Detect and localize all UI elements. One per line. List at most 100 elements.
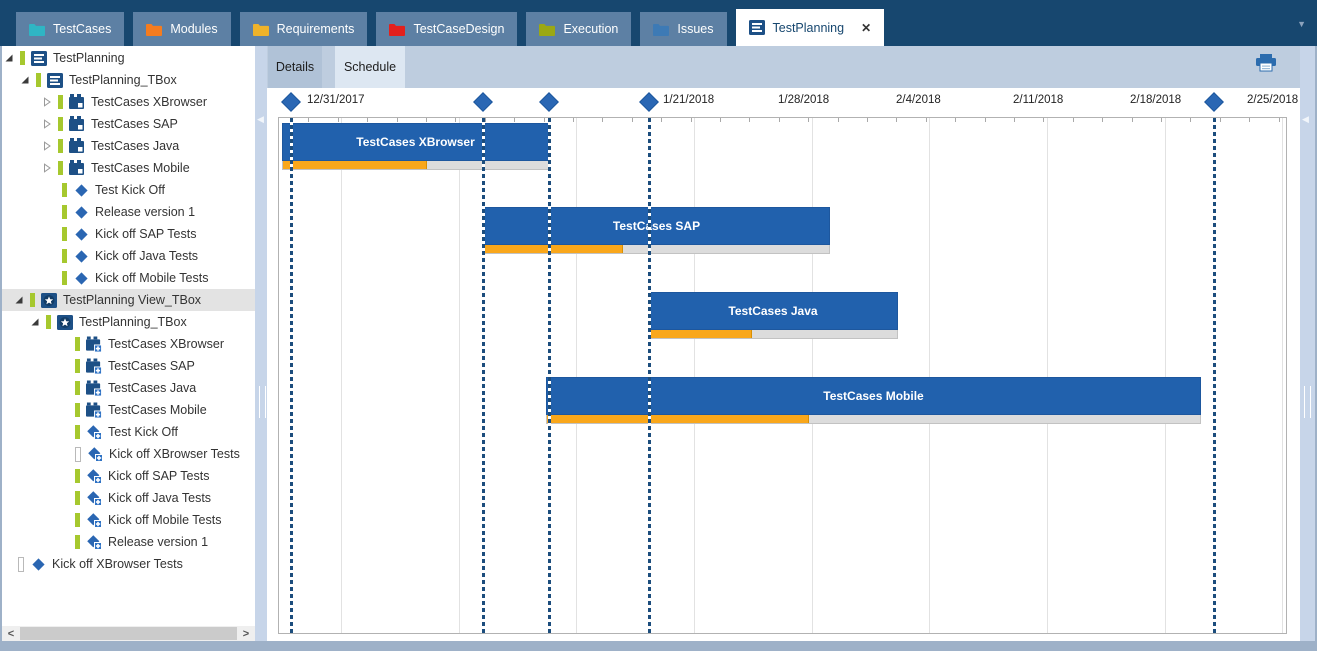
gantt-bar-testcases-sap[interactable]: TestCases SAP xyxy=(483,207,830,254)
status-bar-green xyxy=(58,139,63,153)
tree-item-testcases-java[interactable]: TestCases Java xyxy=(2,135,255,157)
milestone-line xyxy=(1213,118,1216,633)
tree-item-test-kick-off[interactable]: Test Kick Off xyxy=(2,421,255,443)
status-bar-green xyxy=(75,403,80,417)
gantt-bar-testcases-mobile[interactable]: TestCases Mobile xyxy=(546,377,1201,424)
axis-tick xyxy=(720,118,721,122)
right-splitter[interactable]: ◀ xyxy=(1300,46,1315,641)
tree-item-kick-off-xbrowser-tests[interactable]: Kick off XBrowser Tests xyxy=(2,553,255,575)
tree-item-testcases-mobile[interactable]: TestCases Mobile xyxy=(2,157,255,179)
tree-item-kick-off-sap-tests[interactable]: Kick off SAP Tests xyxy=(2,465,255,487)
calendar-icon xyxy=(69,160,85,176)
app-tab-execution[interactable]: Execution xyxy=(526,12,632,46)
gantt-bar-testcases-xbrowser[interactable]: TestCases XBrowser xyxy=(282,123,549,170)
tree-item-label: Kick off Mobile Tests xyxy=(108,513,222,527)
expander-expanded-icon[interactable] xyxy=(20,75,36,85)
tree-item-testplanning-tbox[interactable]: TestPlanning_TBox xyxy=(2,69,255,91)
milestone-diamond-icon[interactable] xyxy=(539,92,559,112)
gridline xyxy=(929,118,930,633)
timeline-date-label: 1/21/2018 xyxy=(663,94,715,106)
tab-details[interactable]: Details xyxy=(268,46,322,88)
tree-item-testplanning[interactable]: TestPlanning xyxy=(2,47,255,69)
progress-fill xyxy=(484,245,623,253)
app-tab-testcases[interactable]: TestCases xyxy=(16,12,125,46)
app-tab-testplanning[interactable]: TestPlanning✕ xyxy=(735,9,885,46)
app-tab-testcasedesign[interactable]: TestCaseDesign xyxy=(376,12,518,46)
tree-item-testcases-xbrowser[interactable]: TestCases XBrowser xyxy=(2,91,255,113)
status-bar-green xyxy=(58,161,63,175)
progress-fill xyxy=(547,415,810,423)
tree-horizontal-scrollbar[interactable]: < > xyxy=(2,626,255,641)
expander-collapsed-icon[interactable] xyxy=(42,97,58,107)
axis-tick xyxy=(691,118,692,122)
tree-item-kick-off-java-tests[interactable]: Kick off Java Tests xyxy=(2,245,255,267)
status-bar-green xyxy=(58,117,63,131)
tree-item-label: TestCases Java xyxy=(91,139,180,153)
tree-item-kick-off-sap-tests[interactable]: Kick off SAP Tests xyxy=(2,223,255,245)
tab-label: Modules xyxy=(170,22,218,36)
tree-item-kick-off-java-tests[interactable]: Kick off Java Tests xyxy=(2,487,255,509)
calendar-badge-icon xyxy=(86,358,102,374)
tree-item-kick-off-mobile-tests[interactable]: Kick off Mobile Tests xyxy=(2,509,255,531)
diamond-badge-icon xyxy=(87,446,103,462)
tree-item-testplanning-tbox[interactable]: TestPlanning_TBox xyxy=(2,311,255,333)
diamond-badge-icon xyxy=(86,512,102,528)
tree-item-label: TestCases SAP xyxy=(108,359,195,373)
gantt-bar-label: TestCases Java xyxy=(728,304,818,318)
gridline xyxy=(1165,118,1166,633)
diamond-badge-icon xyxy=(86,490,102,506)
splitter-grip[interactable] xyxy=(1304,386,1311,418)
milestone-diamond-icon[interactable] xyxy=(281,92,301,112)
tree-item-kick-off-mobile-tests[interactable]: Kick off Mobile Tests xyxy=(2,267,255,289)
tree-item-testcases-java[interactable]: TestCases Java xyxy=(2,377,255,399)
progress-track xyxy=(282,161,549,170)
expander-expanded-icon[interactable] xyxy=(4,53,20,63)
tree-item-testcases-sap[interactable]: TestCases SAP xyxy=(2,113,255,135)
calendar-icon xyxy=(69,138,85,154)
tab-schedule[interactable]: Schedule xyxy=(335,46,405,88)
axis-tick xyxy=(1043,118,1044,122)
scroll-right-icon[interactable]: > xyxy=(237,626,255,641)
tree-item-testplanning-view-tbox[interactable]: TestPlanning View_TBox xyxy=(2,289,255,311)
tree-item-testcases-mobile[interactable]: TestCases Mobile xyxy=(2,399,255,421)
expander-expanded-icon[interactable] xyxy=(30,317,46,327)
list-icon xyxy=(47,72,63,88)
milestone-diamond-icon[interactable] xyxy=(1204,92,1224,112)
milestone-diamond-icon[interactable] xyxy=(473,92,493,112)
expander-collapsed-icon[interactable] xyxy=(42,141,58,151)
milestone-line xyxy=(648,118,651,633)
status-bar-green xyxy=(58,95,63,109)
splitter-grip[interactable] xyxy=(259,386,266,418)
left-splitter[interactable]: ◀ xyxy=(255,46,268,641)
tree-item-testcases-sap[interactable]: TestCases SAP xyxy=(2,355,255,377)
axis-tick xyxy=(632,118,633,122)
tree-item-release-version-1[interactable]: Release version 1 xyxy=(2,201,255,223)
gridline xyxy=(576,118,577,633)
collapse-right-icon[interactable]: ◀ xyxy=(1302,114,1309,124)
tree-item-label: Kick off Java Tests xyxy=(95,249,199,263)
expander-collapsed-icon[interactable] xyxy=(42,119,58,129)
milestone-diamond-icon[interactable] xyxy=(639,92,659,112)
collapse-left-icon[interactable]: ◀ xyxy=(257,114,264,124)
axis-tick xyxy=(985,118,986,122)
axis-tick xyxy=(544,118,545,122)
tree-item-testcases-xbrowser[interactable]: TestCases XBrowser xyxy=(2,333,255,355)
gantt-bar-testcases-java[interactable]: TestCases Java xyxy=(648,292,898,339)
expander-expanded-icon[interactable] xyxy=(14,295,30,305)
tree-item-test-kick-off[interactable]: Test Kick Off xyxy=(2,179,255,201)
star-icon xyxy=(41,292,57,308)
expander-collapsed-icon[interactable] xyxy=(42,163,58,173)
app-tab-modules[interactable]: Modules xyxy=(133,12,231,46)
close-tab-icon[interactable]: ✕ xyxy=(861,20,872,35)
tree-item-release-version-1[interactable]: Release version 1 xyxy=(2,531,255,553)
print-button[interactable] xyxy=(1255,54,1277,72)
app-tab-issues[interactable]: Issues xyxy=(640,12,727,46)
milestone-line xyxy=(548,118,551,633)
app-tab-requirements[interactable]: Requirements xyxy=(239,12,368,46)
scrollbar-thumb[interactable] xyxy=(20,627,237,640)
status-bar-outline xyxy=(18,556,24,572)
tab-overflow-dropdown-icon[interactable]: ▼ xyxy=(1297,19,1306,29)
scroll-left-icon[interactable]: < xyxy=(2,626,20,641)
tree-item-kick-off-xbrowser-tests[interactable]: Kick off XBrowser Tests xyxy=(2,443,255,465)
